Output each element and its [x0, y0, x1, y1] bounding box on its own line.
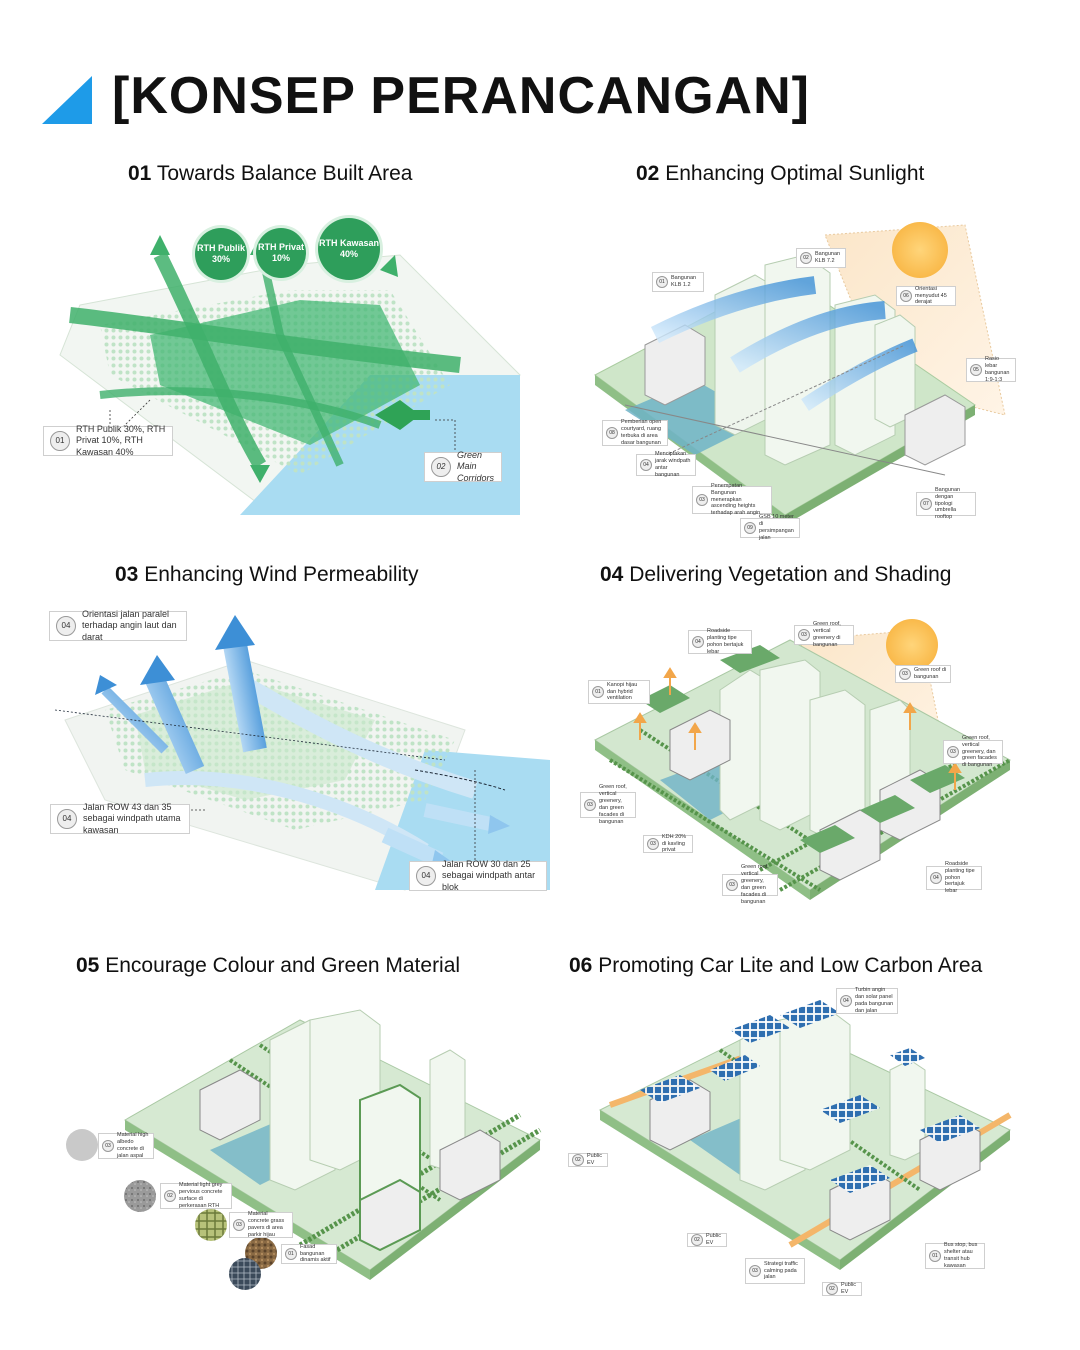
rth-privat-bubble: RTH Privat 10% — [256, 228, 306, 278]
material-swatch-pervious-icon — [124, 1180, 156, 1212]
section-title-02: 02 Enhancing Optimal Sunlight — [636, 162, 924, 186]
material-swatch-albedo-icon — [66, 1129, 98, 1161]
sun-icon — [886, 619, 938, 671]
wind-permeability-diagram — [45, 600, 555, 900]
material-swatch-facade-icon — [229, 1258, 261, 1290]
sun-icon — [892, 222, 948, 278]
rth-publik-bubble: RTH Publik 30% — [195, 228, 247, 280]
section-title-05: 05 Encourage Colour and Green Material — [76, 954, 460, 978]
section-title-03: 03 Enhancing Wind Permeability — [115, 563, 419, 587]
material-swatch-grass-pavers-icon — [195, 1209, 227, 1241]
section-title-04: 04 Delivering Vegetation and Shading — [600, 563, 951, 587]
page-title: [KONSEP PERANCANGAN] — [112, 66, 810, 126]
section-title-01: 01 Towards Balance Built Area — [128, 162, 412, 186]
header-accent-triangle-icon — [42, 76, 92, 124]
rth-kawasan-bubble: RTH Kawasan 40% — [318, 218, 380, 280]
section-title-06: 06 Promoting Car Lite and Low Carbon Are… — [569, 954, 982, 978]
